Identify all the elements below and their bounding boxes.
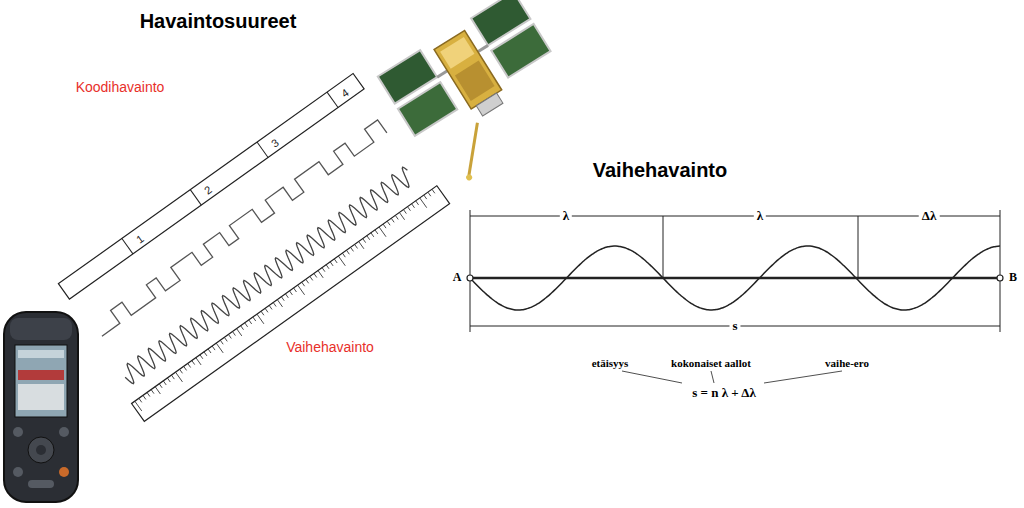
- section-heading: Vaihehavainto: [593, 159, 728, 181]
- formula-term: etäisyys: [592, 357, 629, 369]
- satellite: [378, 0, 586, 193]
- phase-diagram: [467, 210, 1003, 383]
- gps-receiver: [4, 312, 78, 502]
- point-label: B: [1009, 271, 1017, 284]
- title: Havaintosuureet: [140, 10, 297, 33]
- formula: s = n λ + Δλ: [692, 386, 756, 400]
- wavelength-label: λ: [754, 209, 766, 223]
- formula-term: kokonaiset aallot: [671, 357, 751, 369]
- phase-observation-label: Vaihehavainto: [286, 340, 374, 355]
- signal-rulers: [50, 72, 449, 422]
- point-label: A: [453, 271, 462, 284]
- formula-term: vaihe-ero: [825, 357, 869, 369]
- code-observation-label: Koodihavainto: [76, 80, 165, 95]
- wavelength-label: λ: [560, 209, 572, 223]
- phase-difference-label: Δλ: [919, 209, 940, 223]
- distance-label: s: [729, 319, 740, 333]
